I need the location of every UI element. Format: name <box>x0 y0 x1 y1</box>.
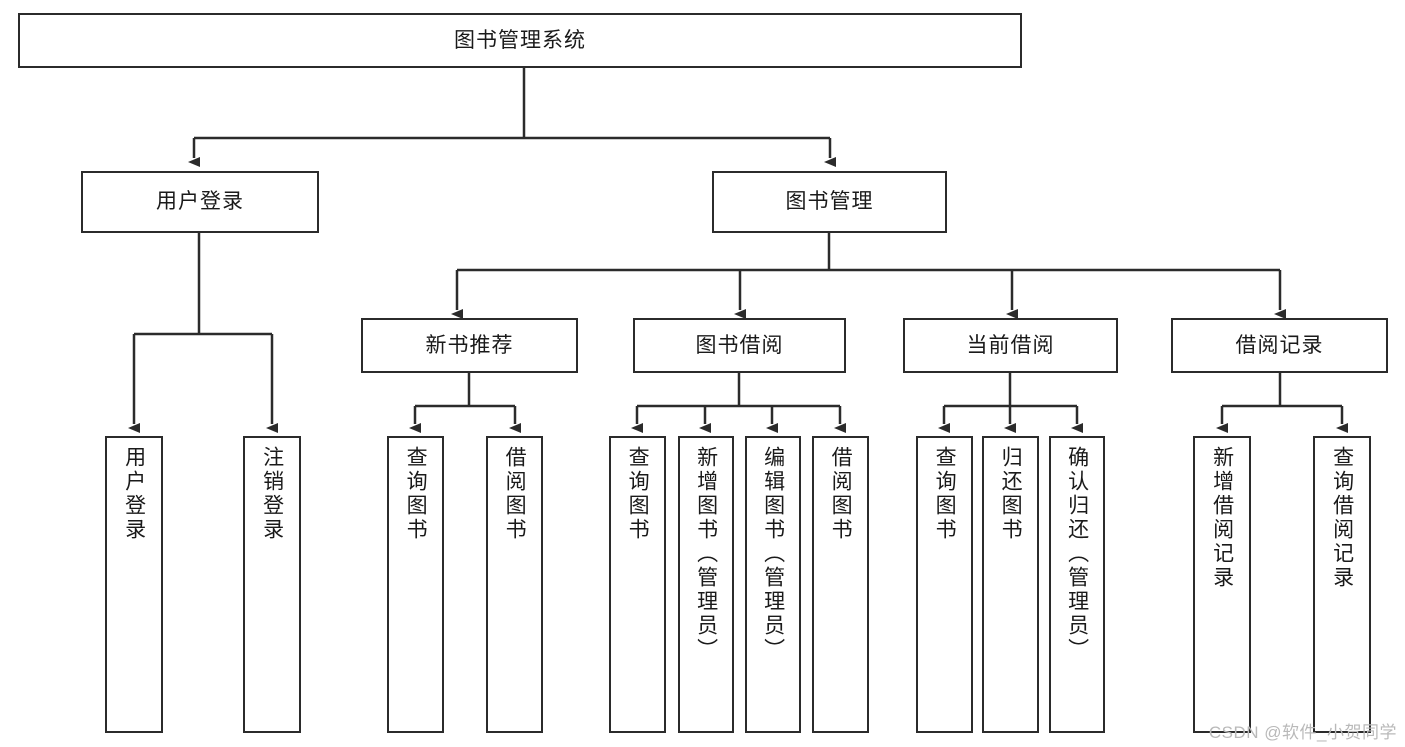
leaf-confirm-return-admin[interactable]: 确认归还（管理员） <box>1049 436 1105 733</box>
node-user-login[interactable]: 用户登录 <box>81 171 319 233</box>
node-label: 用户登录 <box>156 190 244 214</box>
leaf-borrow-books-new[interactable]: 借阅图书 <box>486 436 543 733</box>
node-label: 借阅图书 <box>503 446 527 542</box>
leaf-query-borrow-record[interactable]: 查询借阅记录 <box>1313 436 1371 733</box>
node-new-book-recommendation[interactable]: 新书推荐 <box>361 318 578 373</box>
node-label: 新增图书（管理员） <box>694 446 718 662</box>
leaf-add-book-admin[interactable]: 新增图书（管理员） <box>678 436 734 733</box>
watermark-text: CSDN @软件_小贺同学 <box>1208 723 1397 742</box>
node-label: 归还图书 <box>999 446 1023 542</box>
node-label: 编辑图书（管理员） <box>761 446 785 662</box>
node-label: 当前借阅 <box>966 333 1055 357</box>
node-label: 图书借阅 <box>695 333 784 357</box>
leaf-query-books-borrow[interactable]: 查询图书 <box>609 436 666 733</box>
node-root-book-management-system[interactable]: 图书管理系统 <box>18 13 1022 68</box>
node-label: 新书推荐 <box>425 333 514 357</box>
node-label: 查询图书 <box>404 446 428 542</box>
node-book-management[interactable]: 图书管理 <box>712 171 947 233</box>
leaf-edit-book-admin[interactable]: 编辑图书（管理员） <box>745 436 801 733</box>
node-label: 借阅图书 <box>829 446 853 542</box>
node-label: 查询图书 <box>626 446 650 542</box>
leaf-borrow-books[interactable]: 借阅图书 <box>812 436 869 733</box>
leaf-return-books[interactable]: 归还图书 <box>982 436 1039 733</box>
node-label: 查询图书 <box>933 446 957 542</box>
node-label: 注销登录 <box>260 446 284 542</box>
node-label: 图书管理 <box>785 190 874 214</box>
node-label: 用户登录 <box>122 446 146 542</box>
leaf-query-books-new[interactable]: 查询图书 <box>387 436 444 733</box>
leaf-add-borrow-record[interactable]: 新增借阅记录 <box>1193 436 1251 733</box>
node-label: 借阅记录 <box>1235 333 1324 357</box>
node-label: 图书管理系统 <box>454 28 586 52</box>
leaf-logout[interactable]: 注销登录 <box>243 436 301 733</box>
node-label: 新增借阅记录 <box>1210 446 1234 590</box>
leaf-query-books-current[interactable]: 查询图书 <box>916 436 973 733</box>
leaf-user-login[interactable]: 用户登录 <box>105 436 163 733</box>
node-label: 查询借阅记录 <box>1330 446 1354 590</box>
node-current-borrowing[interactable]: 当前借阅 <box>903 318 1118 373</box>
node-borrowing-records[interactable]: 借阅记录 <box>1171 318 1388 373</box>
node-book-borrowing[interactable]: 图书借阅 <box>633 318 846 373</box>
node-label: 确认归还（管理员） <box>1065 446 1089 662</box>
